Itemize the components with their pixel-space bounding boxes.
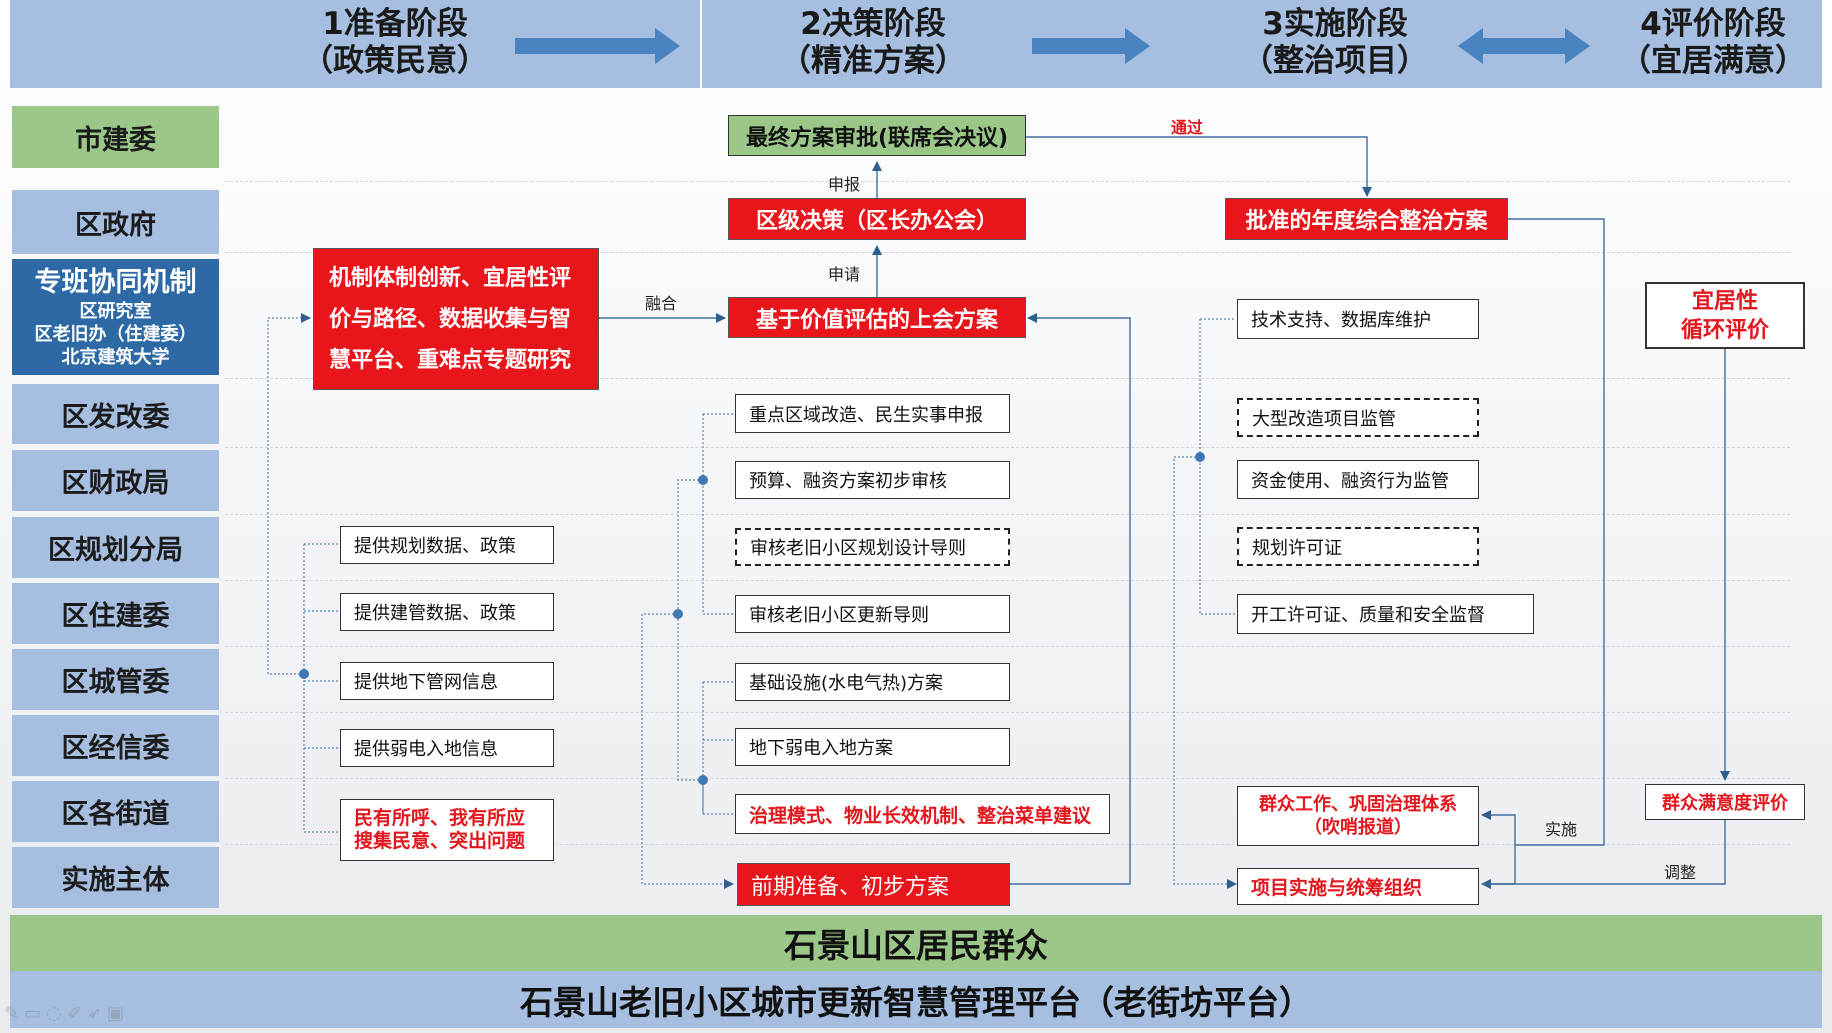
task-force-title: 专班协同机制 xyxy=(34,266,197,298)
decision-item-budget-review: 预算、融资方案初步审核 xyxy=(735,461,1010,499)
prep-public-opinion-line: 搜集民意、突出问题 xyxy=(354,830,526,852)
row-separator xyxy=(225,844,1790,845)
row-separator xyxy=(225,447,1790,448)
preliminary-plan-box: 前期准备、初步方案 xyxy=(737,863,1010,906)
livability-line: 循环评价 xyxy=(1680,317,1769,343)
value-plan-box: 基于价值评估的上会方案 xyxy=(728,297,1026,338)
row-housing-construction: 区住建委 xyxy=(12,583,219,644)
task-force-member: 北京建筑大学 xyxy=(61,346,170,368)
livability-line: 宜居性 xyxy=(1691,288,1758,314)
row-subdistricts: 区各街道 xyxy=(12,781,219,842)
impl-mass-work-line: 群众工作、巩固治理体系 xyxy=(1259,794,1457,815)
decision-item-underground-cable: 地下弱电入地方案 xyxy=(735,728,1010,766)
impl-large-project-supervision: 大型改造项目监管 xyxy=(1237,398,1479,437)
edge-label-implement: 实施 xyxy=(1545,820,1578,839)
decision-item-renewal-guideline: 审核老旧小区更新导则 xyxy=(735,595,1010,633)
highlighter-icon[interactable]: ✐ xyxy=(66,1003,82,1024)
final-approval-box: 最终方案审批(联席会决议) xyxy=(728,115,1026,156)
impl-tech-support: 技术支持、数据库维护 xyxy=(1237,299,1479,339)
pen-icon[interactable]: ✎ xyxy=(4,1003,20,1024)
prep-planning-data: 提供规划数据、政策 xyxy=(340,526,554,564)
slideshow-toolbar[interactable]: ✎ ▭ ◌ ✐ ➶ ▣ xyxy=(4,1003,124,1027)
impl-planning-permit: 规划许可证 xyxy=(1237,527,1479,566)
row-planning-branch: 区规划分局 xyxy=(12,517,219,578)
row-separator xyxy=(225,778,1790,779)
livability-evaluation-box: 宜居性 循环评价 xyxy=(1645,282,1805,349)
approved-plan-box: 批准的年度综合整治方案 xyxy=(1225,198,1508,240)
edge-label-merge: 融合 xyxy=(645,294,678,313)
task-force-member: 区研究室 xyxy=(79,300,152,322)
cursor-icon[interactable]: ➶ xyxy=(86,1003,103,1024)
impl-mass-work-line: （吹哨报道） xyxy=(1304,817,1412,838)
row-task-force: 专班协同机制 区研究室 区老旧办（住建委） 北京建筑大学 xyxy=(12,259,219,375)
row-development-reform: 区发改委 xyxy=(12,384,219,444)
edge-label-adjust: 调整 xyxy=(1664,863,1697,882)
phase-2: 2决策阶段（精准方案） xyxy=(780,6,966,79)
row-separator xyxy=(225,712,1790,713)
row-city-construction: 市建委 xyxy=(12,106,219,168)
research-line: 价与路径、数据收集与智 xyxy=(329,307,572,332)
prep-public-opinion-line: 民有所呼、我有所应 xyxy=(354,807,526,829)
phase-1: 1准备阶段（政策民意） xyxy=(302,6,488,79)
phase-4: 4评价阶段（宜居满意） xyxy=(1620,6,1806,79)
decision-item-key-areas: 重点区域改造、民生实事申报 xyxy=(735,394,1010,433)
slides-icon[interactable]: ▭ xyxy=(24,1003,42,1024)
row-separator xyxy=(225,580,1790,581)
prep-public-opinion: 民有所呼、我有所应 搜集民意、突出问题 xyxy=(340,799,554,861)
row-urban-management: 区城管委 xyxy=(12,649,219,710)
phase-3: 3实施阶段（整治项目） xyxy=(1242,6,1428,79)
edge-label-apply: 申请 xyxy=(828,265,861,284)
impl-mass-work: 群众工作、巩固治理体系 （吹哨报道） xyxy=(1237,786,1479,846)
row-separator xyxy=(225,514,1790,515)
residents-bar: 石景山区居民群众 xyxy=(10,915,1822,971)
pointer-icon[interactable]: ◌ xyxy=(46,1003,62,1024)
decision-item-infrastructure: 基础设施(水电气热)方案 xyxy=(735,663,1010,701)
phase-divider xyxy=(700,0,702,88)
district-decision-box: 区级决策（区长办公会） xyxy=(728,198,1026,240)
prep-weak-current: 提供弱电入地信息 xyxy=(340,729,554,767)
row-separator xyxy=(225,646,1790,647)
row-implementers: 实施主体 xyxy=(12,847,219,908)
screen-icon[interactable]: ▣ xyxy=(107,1003,125,1024)
impl-construction-permit: 开工许可证、质量和安全监督 xyxy=(1237,594,1534,634)
research-box: 机制体制创新、宜居性评 价与路径、数据收集与智 慧平台、重难点专题研究 xyxy=(313,248,599,390)
research-line: 机制体制创新、宜居性评 xyxy=(329,266,572,291)
task-force-member: 区老旧办（住建委） xyxy=(34,323,197,345)
satisfaction-evaluation-box: 群众满意度评价 xyxy=(1645,784,1805,820)
impl-project-organization: 项目实施与统筹组织 xyxy=(1237,868,1479,905)
edge-label-report: 申报 xyxy=(828,175,861,194)
decision-item-governance: 治理模式、物业长效机制、整治菜单建议 xyxy=(735,794,1110,834)
platform-bar: 石景山老旧小区城市更新智慧管理平台（老街坊平台） xyxy=(10,971,1822,1028)
row-separator xyxy=(225,181,1790,182)
research-line: 慧平台、重难点专题研究 xyxy=(329,348,572,373)
row-district-government: 区政府 xyxy=(12,190,219,254)
row-economy-info: 区经信委 xyxy=(12,715,219,776)
prep-construction-data: 提供建管数据、政策 xyxy=(340,593,554,631)
impl-fund-supervision: 资金使用、融资行为监管 xyxy=(1237,460,1479,499)
row-separator xyxy=(225,252,1790,253)
decision-item-planning-guideline: 审核老旧小区规划设计导则 xyxy=(735,528,1010,566)
prep-pipe-network: 提供地下管网信息 xyxy=(340,662,554,700)
edge-label-pass: 通过 xyxy=(1171,118,1204,137)
row-finance-bureau: 区财政局 xyxy=(12,450,219,511)
row-separator xyxy=(225,378,1790,379)
